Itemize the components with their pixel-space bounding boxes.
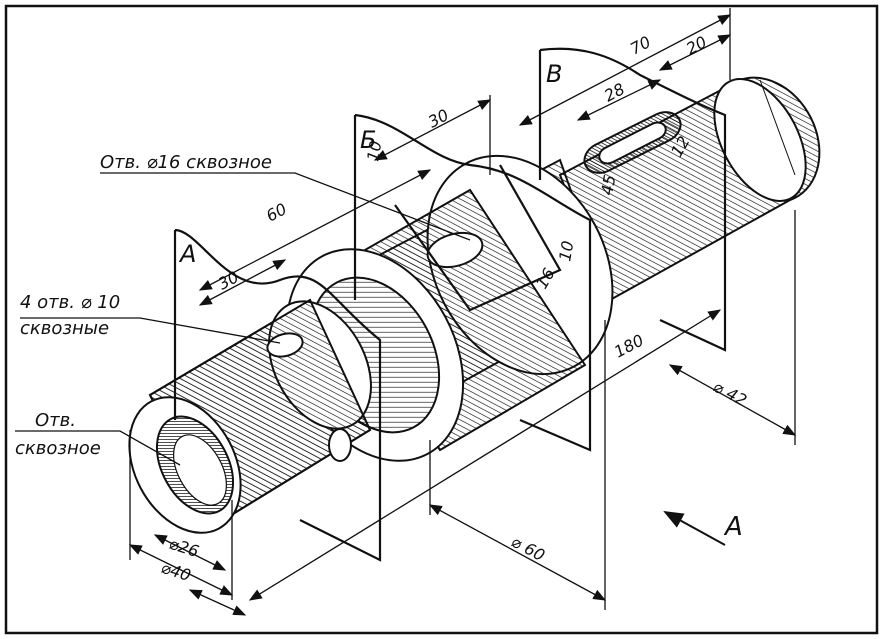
- view-arrow-label: А: [723, 512, 743, 542]
- dim-28: 28: [601, 79, 628, 105]
- dim-30-left: 30: [215, 267, 242, 293]
- callout-holes-10-sub: сквозные: [20, 318, 109, 339]
- callout-hole-sub: сквозное: [15, 438, 101, 459]
- view-arrow-a: [663, 511, 726, 546]
- dim-dia-60: ⌀ 60: [508, 532, 548, 565]
- callout-labels: Отв. ⌀16 сквозное 4 отв. ⌀ 10 сквозные О…: [15, 152, 272, 459]
- dim-10-mid: 10: [555, 239, 577, 262]
- dim-60: 60: [263, 199, 290, 225]
- dim-180: 180: [611, 330, 647, 361]
- shaft: [128, 76, 821, 534]
- section-label-a: А: [178, 240, 196, 268]
- callout-hole-16: Отв. ⌀16 сквозное: [100, 152, 272, 173]
- dim-dia-42: ⌀ 42: [710, 377, 750, 410]
- dim-dia-40: ⌀40: [159, 558, 193, 585]
- callout-holes-10: 4 отв. ⌀ 10: [20, 292, 120, 313]
- dim-45: 45: [597, 173, 619, 196]
- dim-70: 70: [627, 32, 654, 58]
- dim-10-top: 10: [363, 139, 385, 162]
- dimension-lines: [15, 8, 797, 616]
- section-labels: А Б В: [178, 60, 562, 268]
- dim-30-top: 30: [425, 105, 452, 131]
- callout-hole: Отв.: [35, 410, 76, 431]
- border-frame: [4, 4, 879, 635]
- section-label-v: В: [546, 60, 562, 88]
- dim-dia-26: ⌀26: [167, 534, 201, 561]
- section-label-b: Б: [360, 126, 376, 154]
- dim-20: 20: [683, 32, 710, 58]
- hole-10-side: [328, 428, 352, 462]
